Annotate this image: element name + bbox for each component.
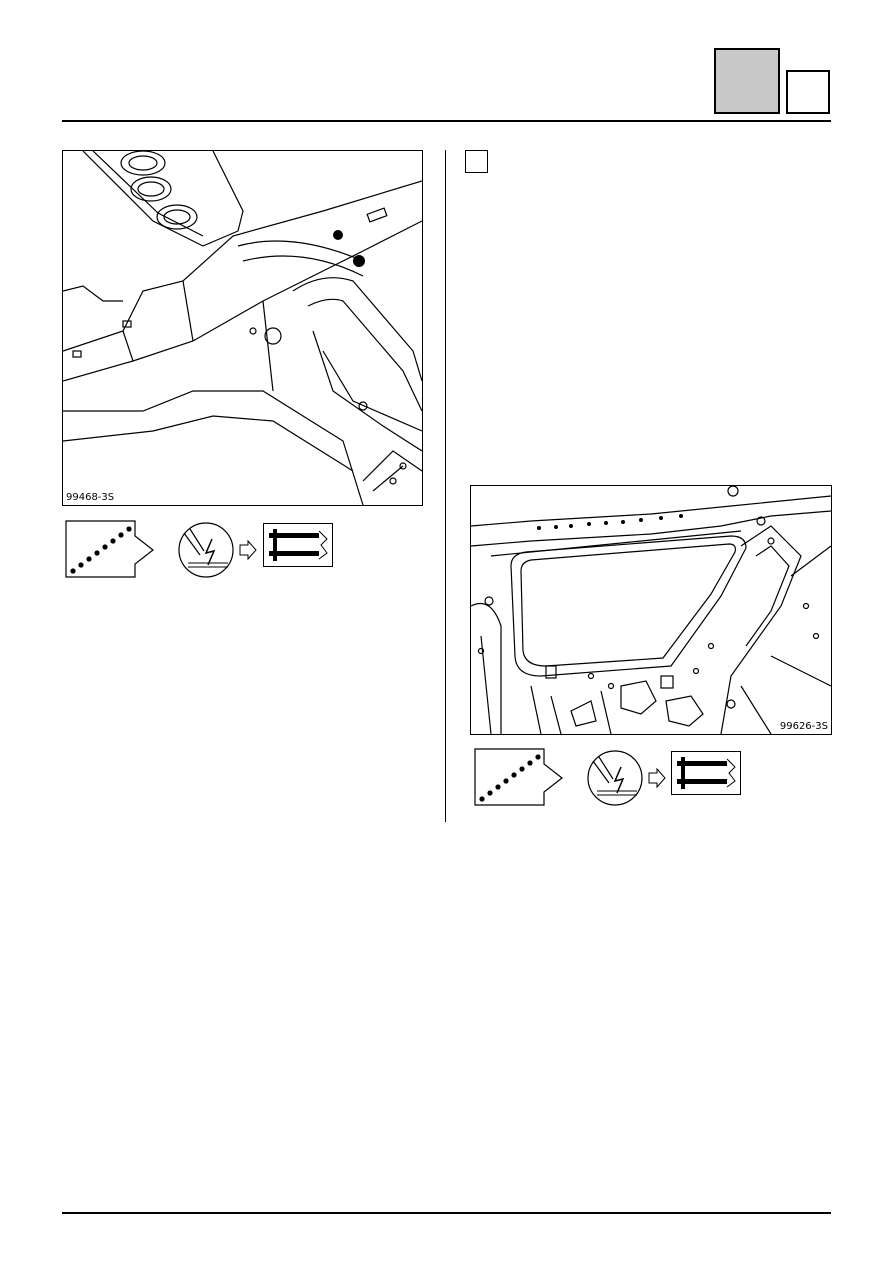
underbody-drawing-right bbox=[471, 486, 831, 734]
spot-weld-line-icon bbox=[65, 520, 157, 578]
chapter-box-white bbox=[786, 70, 830, 114]
grinder-cut-icon bbox=[587, 749, 667, 807]
figure-left: 99468-3S bbox=[62, 150, 423, 506]
figure-right-label: 99626-3S bbox=[778, 721, 829, 733]
plug-weld-icon bbox=[671, 751, 741, 795]
header-rule bbox=[62, 120, 831, 122]
figure-left-label: 99468-3S bbox=[65, 492, 116, 504]
figure-right: 99626-3S bbox=[470, 485, 832, 735]
step-box bbox=[465, 150, 488, 173]
grinder-cut-icon bbox=[178, 521, 258, 579]
underbody-drawing-left bbox=[63, 151, 422, 505]
spot-weld-line-icon bbox=[474, 748, 566, 806]
column-divider bbox=[445, 150, 446, 822]
chapter-box-grey bbox=[714, 48, 780, 114]
footer-rule bbox=[62, 1212, 831, 1214]
plug-weld-icon bbox=[263, 523, 333, 567]
